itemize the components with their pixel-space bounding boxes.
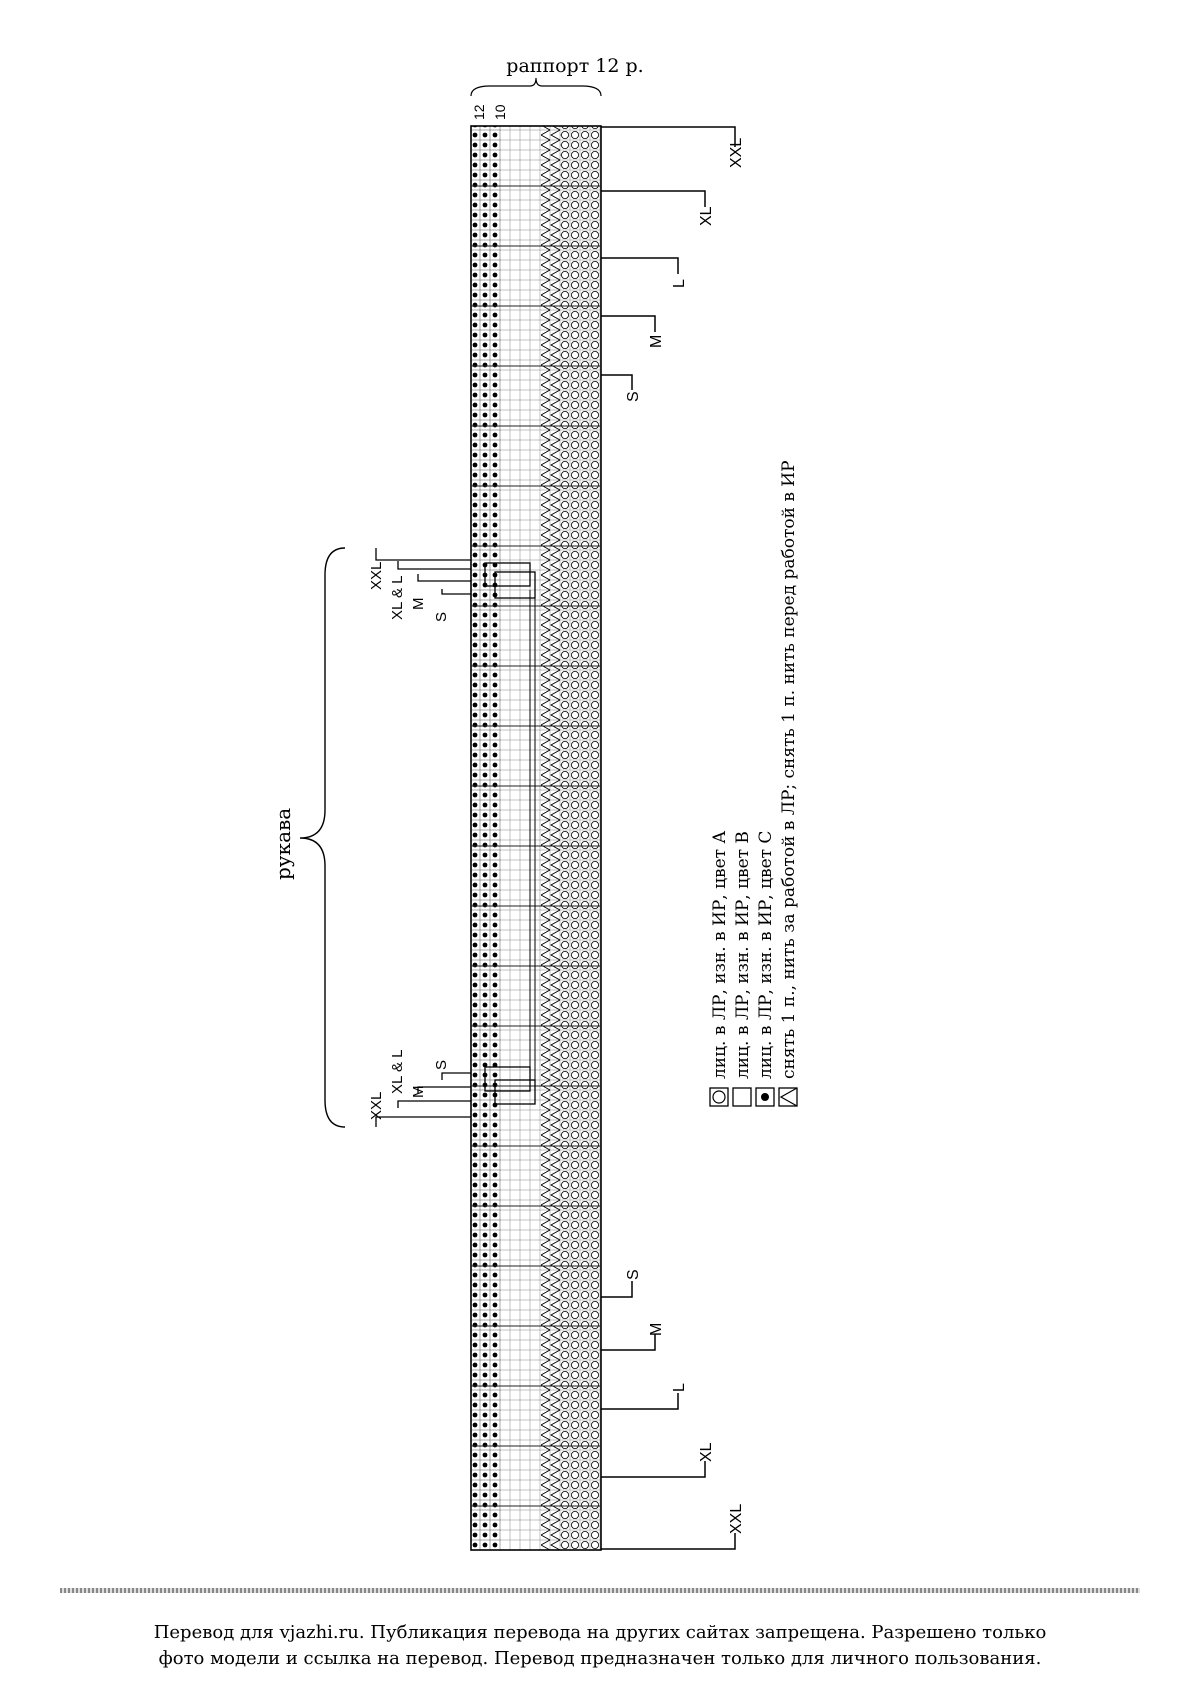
sleeve-label-xxl-bottom: XXL — [368, 1092, 385, 1120]
legend-item-circle: лиц. в ЛР, изн. в ИР, цвет А — [709, 831, 730, 1107]
size-label-xl-bottom: XL — [698, 1442, 715, 1462]
footer-line-1: Перевод для vjazhi.ru. Публикация перево… — [153, 1622, 1047, 1643]
legend-text-dot: лиц. в ЛР, изн. в ИР, цвет С — [756, 831, 776, 1079]
repeat-brace — [470, 77, 602, 97]
chart-grid — [470, 125, 602, 1551]
band-color-b — [501, 126, 541, 1550]
sleeve-label-s-top: S — [433, 612, 450, 622]
size-label-s-bottom: S — [625, 1269, 642, 1280]
size-markers-right-bottom — [601, 1281, 736, 1550]
sleeve-label-m-top: M — [410, 598, 427, 611]
repeat-header: раппорт 12 р. 12 10 — [470, 55, 644, 120]
legend-text-empty: лиц. в ЛР, изн. в ИР, цвет В — [733, 831, 753, 1079]
empty-symbol-icon — [732, 1087, 752, 1107]
size-labels-right-bottom: S M L XL XXL — [625, 1269, 745, 1534]
sleeve-brace-shape — [299, 547, 346, 1128]
dot-symbol-icon — [761, 1093, 769, 1101]
legend-item-dot: лиц. в ЛР, изн. в ИР, цвет С — [755, 831, 776, 1107]
column-number-12: 12 — [471, 104, 487, 120]
sleeve-label-m-bottom: M — [410, 1086, 427, 1099]
sleeve-markers-bottom — [375, 590, 536, 1127]
band-color-a — [561, 126, 601, 1550]
size-label-m-bottom: M — [648, 1323, 665, 1336]
column-number-10: 10 — [492, 104, 508, 120]
size-label-xxl-top: XXL — [728, 138, 745, 168]
footer-divider — [60, 1588, 1140, 1593]
size-label-m-top: M — [648, 335, 665, 348]
sleeve-brace: рукава — [271, 547, 346, 1128]
size-label-s-top: S — [625, 391, 642, 402]
size-markers-right-top — [601, 126, 736, 390]
legend: лиц. в ЛР, изн. в ИР, цвет А лиц. в ЛР, … — [709, 460, 799, 1107]
sleeve-label-xl-l-top: XL & L — [389, 576, 406, 620]
legend-text-circle: лиц. в ЛР, изн. в ИР, цвет А — [710, 831, 730, 1079]
sleeve-markers-top — [375, 548, 536, 599]
legend-item-slip: снять 1 п., нить за работой в ЛР; снять … — [778, 460, 799, 1107]
legend-text-slip: снять 1 п., нить за работой в ЛР; снять … — [779, 460, 799, 1079]
sleeve-label-xxl-top: XXL — [368, 562, 385, 590]
size-label-xl-top: XL — [698, 206, 715, 226]
legend-swatch-slip — [778, 1087, 798, 1107]
knitting-chart-diagram: раппорт 12 р. 12 10 XXL XL L M S S M L X… — [271, 55, 799, 1551]
sleeve-labels-top: XXL XL & L M S — [368, 562, 450, 622]
sleeve-labels-bottom: XXL XL & L M S — [368, 1050, 450, 1120]
footer-line-2: фото модели и ссылка на перевод. Перевод… — [158, 1648, 1042, 1669]
slip-symbol-icon — [779, 1087, 798, 1107]
repeat-label: раппорт 12 р. — [506, 55, 643, 77]
repeat-lines — [471, 185, 601, 1507]
size-label-xxl-bottom: XXL — [728, 1504, 745, 1534]
chart-outline — [470, 125, 602, 1551]
sleeve-label: рукава — [271, 808, 295, 880]
circle-symbol-icon — [712, 1090, 726, 1104]
sleeve-label-s-bottom: S — [433, 1060, 450, 1070]
size-label-l-bottom: L — [671, 1383, 688, 1392]
band-color-c — [471, 126, 501, 1550]
footer-notice: Перевод для vjazhi.ru. Публикация перево… — [60, 1620, 1140, 1672]
legend-item-empty: лиц. в ЛР, изн. в ИР, цвет В — [732, 831, 753, 1107]
size-labels-right-top: XXL XL L M S — [625, 138, 745, 402]
band-slip — [541, 126, 561, 1550]
sleeve-label-xl-l-bottom: XL & L — [389, 1050, 406, 1094]
size-label-l-top: L — [671, 279, 688, 288]
